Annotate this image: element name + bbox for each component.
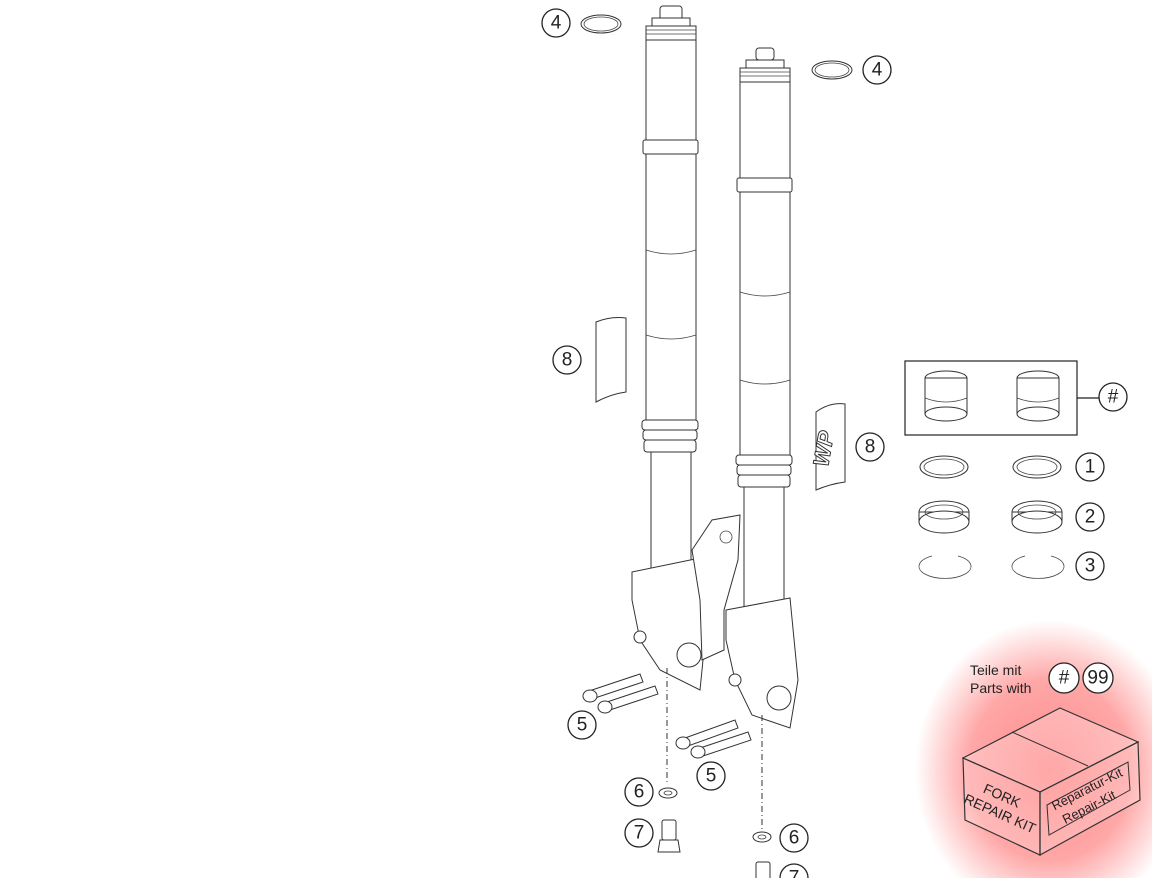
right-fork-leg[interactable] <box>725 47 799 830</box>
oil-seals[interactable] <box>918 500 1063 534</box>
legend-badge-hash: # <box>1048 662 1080 694</box>
fork-repair-kit-box[interactable]: FORK REPAIR KIT Reparatur-Kit Repair-Kit <box>961 707 1141 857</box>
washer-left[interactable] <box>658 787 678 799</box>
legend-line-german: Teile mit <box>970 662 1022 678</box>
drain-screw-left[interactable] <box>657 819 681 853</box>
callout-8-right[interactable]: 8 <box>855 432 885 462</box>
callout-7-left[interactable]: 7 <box>624 818 654 848</box>
retaining-rings[interactable] <box>918 555 1065 579</box>
callout-1[interactable]: 1 <box>1075 452 1105 482</box>
legend-badge-99: 99 <box>1082 662 1114 694</box>
left-fork-leg[interactable] <box>631 5 741 785</box>
callout-6-left[interactable]: 6 <box>624 777 654 807</box>
guide-bushing-1[interactable] <box>924 370 968 422</box>
dust-seals[interactable] <box>919 455 1062 479</box>
fork-decal-left[interactable] <box>595 317 627 403</box>
callout-5-right[interactable]: 5 <box>696 761 726 791</box>
drain-screw-right[interactable] <box>755 861 771 878</box>
callout-5-left[interactable]: 5 <box>567 710 597 740</box>
callout-7-right[interactable]: 7 <box>779 863 809 878</box>
axle-bolts-left[interactable] <box>582 673 659 714</box>
callout-6-right[interactable]: 6 <box>779 823 809 853</box>
callout-4-right[interactable]: 4 <box>862 55 892 85</box>
axle-bolts-right[interactable] <box>675 719 752 759</box>
callout-8-left[interactable]: 8 <box>552 345 582 375</box>
callout-hash[interactable]: # <box>1098 382 1128 412</box>
washer-right[interactable] <box>752 831 772 843</box>
o-ring-left[interactable] <box>580 14 622 34</box>
legend-caption: Teile mit Parts with <box>970 661 1031 697</box>
fork-decal-right[interactable]: WP <box>808 403 846 491</box>
guide-bushing-2[interactable] <box>1016 370 1060 422</box>
legend-line-english: Parts with <box>970 680 1032 696</box>
callout-4-left[interactable]: 4 <box>541 8 571 38</box>
callout-3[interactable]: 3 <box>1075 551 1105 581</box>
callout-2[interactable]: 2 <box>1075 502 1105 532</box>
o-ring-right[interactable] <box>811 60 853 80</box>
